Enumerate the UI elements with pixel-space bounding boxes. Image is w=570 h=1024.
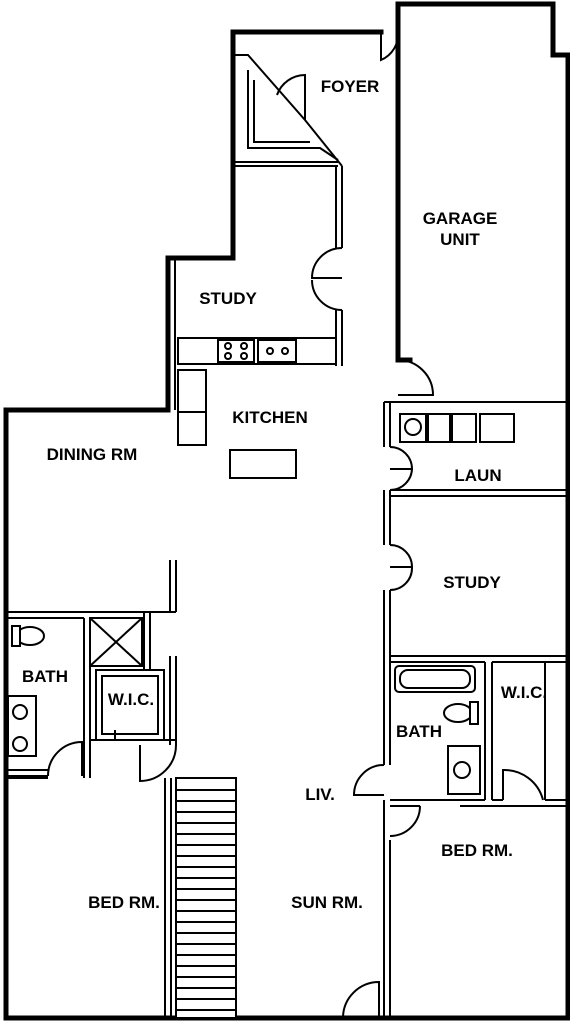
label-study-upper: STUDY xyxy=(199,289,257,308)
kitchen-sink xyxy=(257,339,297,363)
door-foyer xyxy=(380,31,400,62)
door-bath-right xyxy=(352,764,385,796)
label-kitchen: KITCHEN xyxy=(232,408,308,427)
bathtub-basin xyxy=(399,669,471,689)
toilet-tank xyxy=(11,625,21,647)
door-foyer-closet xyxy=(276,73,306,120)
door-study-right-1 xyxy=(389,544,414,568)
garage-wall xyxy=(395,1,570,1021)
room-labels: FOYER GARAGE UNIT STUDY KITCHEN DINING R… xyxy=(22,77,547,912)
sink-icon xyxy=(12,704,28,720)
wic-left-box xyxy=(95,669,165,741)
interior-walls xyxy=(6,54,568,1018)
staircase xyxy=(175,777,237,1019)
burner-icon xyxy=(224,352,232,360)
door-study-right-2 xyxy=(389,567,413,591)
label-garage-line1: GARAGE xyxy=(423,209,498,228)
toilet-tank xyxy=(469,701,479,725)
label-dining: DINING RM xyxy=(47,445,138,464)
door-bath-left xyxy=(47,740,83,777)
wall-foyer-closet-diagonal xyxy=(233,54,343,167)
sink-basin-icon xyxy=(266,347,274,355)
kitchen-island xyxy=(229,449,297,479)
wall-foyer-closet-inner-b xyxy=(253,80,310,143)
main-outer-wall xyxy=(3,29,570,1021)
label-sun: SUN RM. xyxy=(291,893,363,912)
burner-icon xyxy=(224,342,232,350)
label-garage-line2: UNIT xyxy=(440,230,480,249)
door-bed-right xyxy=(389,805,421,837)
laundry-cabinet xyxy=(479,413,515,443)
door-study-upper-2 xyxy=(311,279,343,311)
door-wic-right xyxy=(502,768,544,801)
door-garage xyxy=(397,359,435,396)
wall-foyer-closet-inner xyxy=(247,70,339,161)
sink-icon xyxy=(453,761,471,779)
stair-treads xyxy=(176,789,236,1011)
label-bath-left: BATH xyxy=(22,667,68,686)
label-bed-right: BED RM. xyxy=(441,841,513,860)
label-study-right: STUDY xyxy=(443,573,501,592)
doors xyxy=(47,31,544,1019)
kitchen-side-counter xyxy=(177,369,207,446)
sink-icon xyxy=(12,736,28,752)
door-laundry-1 xyxy=(389,446,414,470)
fixtures xyxy=(7,337,515,1019)
wic-left-box-inner xyxy=(101,675,159,735)
burner-icon xyxy=(240,342,248,350)
door-sun-exterior xyxy=(342,980,380,1019)
label-living: LIV. xyxy=(305,785,335,804)
shower-cross xyxy=(89,617,143,667)
label-foyer: FOYER xyxy=(321,77,380,96)
label-laundry: LAUN xyxy=(454,466,501,485)
burner-icon xyxy=(240,352,248,360)
label-wic-right: W.I.C. xyxy=(501,683,547,702)
label-bath-right: BATH xyxy=(396,722,442,741)
label-wic-left: W.I.C. xyxy=(108,690,154,709)
label-bed-left: BED RM. xyxy=(88,893,160,912)
exterior-walls xyxy=(3,1,570,1021)
door-study-upper-1 xyxy=(310,247,343,279)
toilet-icon xyxy=(443,703,473,723)
sink-basin-icon xyxy=(281,347,289,355)
door-laundry-2 xyxy=(389,467,413,491)
cooktop xyxy=(217,339,255,363)
door-bed-left xyxy=(139,744,177,783)
washer xyxy=(427,413,451,443)
dryer xyxy=(451,413,477,443)
laundry-sink-basin-icon xyxy=(404,418,422,436)
